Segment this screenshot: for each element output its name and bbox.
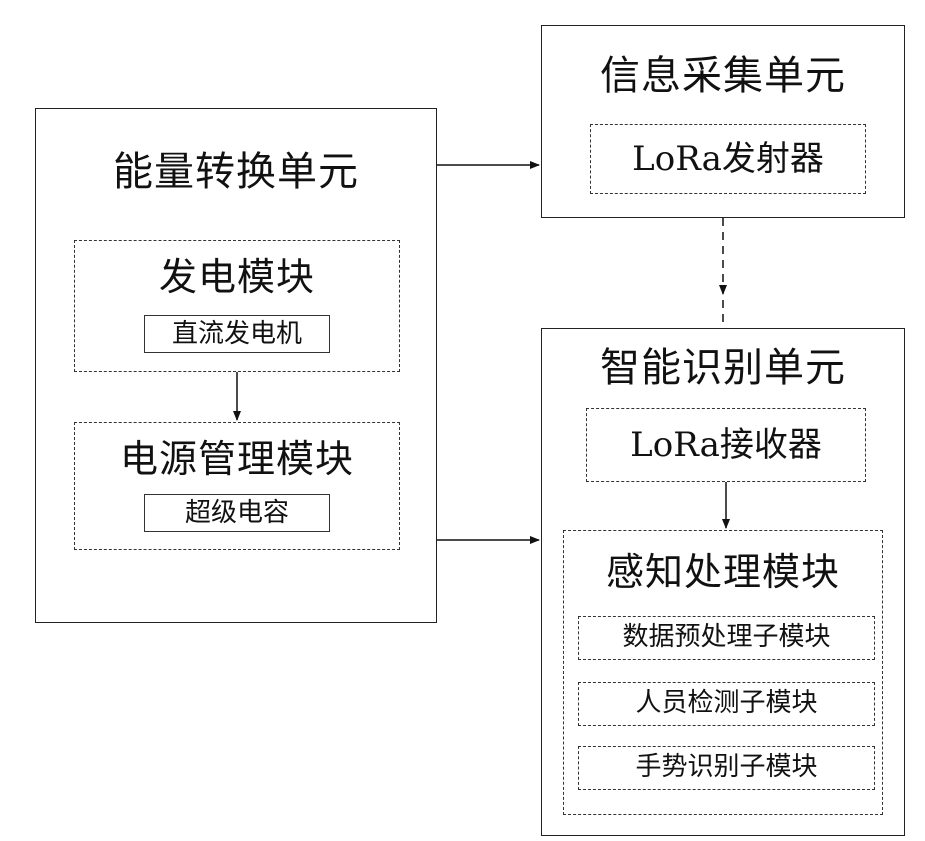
connector-arrows bbox=[0, 0, 925, 841]
